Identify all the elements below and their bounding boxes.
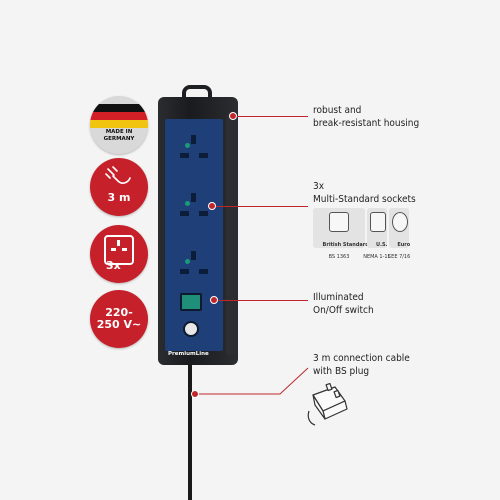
switch-leader-line — [213, 300, 308, 301]
side-rail-right — [226, 115, 236, 355]
cable-length-badge: 3 m — [90, 158, 148, 216]
germany-label: GERMANY — [103, 136, 135, 142]
sockets-leader-dot — [208, 202, 216, 210]
socket-3 — [171, 243, 217, 289]
voltage-badge: 220- 250 V~ — [90, 290, 148, 348]
switch-callout: Illuminated On/Off switch — [313, 292, 374, 316]
made-in-germany-text: MADE IN GERMANY — [90, 129, 148, 143]
us-sub: NEMA 1-15 — [363, 254, 391, 260]
cable-length-label: 3 m — [107, 191, 131, 204]
cable-leader-line — [194, 367, 309, 395]
made-in-label: MADE IN — [105, 129, 133, 135]
cable-leader-dot — [191, 390, 199, 398]
made-in-germany-badge: MADE IN GERMANY — [90, 96, 148, 154]
housing-callout: robust and break-resistant housing — [313, 105, 420, 129]
sockets-callout: 3x Multi-Standard sockets — [313, 181, 416, 205]
socket-1 — [171, 127, 217, 173]
cable-callout: 3 m connection cable with BS plug — [313, 353, 410, 377]
british-standard-label: British Standard — [322, 242, 369, 248]
sockets-leader-line — [211, 206, 308, 207]
housing-leader-line — [232, 116, 308, 117]
euro-sub: CEE 7/16 — [387, 254, 411, 260]
switch-leader-dot — [210, 296, 218, 304]
euro-label: Euro — [397, 242, 411, 248]
on-off-switch[interactable] — [180, 293, 202, 311]
euro-socket-icon — [392, 212, 408, 232]
british-socket-icon — [329, 212, 349, 232]
us-socket-icon — [370, 212, 386, 232]
brand-label: PremiumLine — [168, 351, 209, 357]
plug-cable-icon — [105, 166, 131, 184]
socket-count-badge: 3x — [90, 225, 148, 283]
socket-panel — [165, 119, 223, 351]
socket-type-british-card: British Standard BS 1363 — [313, 208, 369, 260]
power-strip-product: PremiumLine — [158, 85, 238, 367]
housing-leader-dot — [229, 112, 237, 120]
overload-reset-button[interactable] — [183, 321, 199, 337]
hanging-loop — [182, 85, 212, 105]
socket-type-us-card: U.S. NEMA 1-15 — [363, 208, 391, 260]
socket-count-label: 3x — [106, 259, 121, 272]
power-cable — [188, 365, 192, 500]
socket-icon — [104, 235, 134, 265]
voltage-line1: 220- — [105, 306, 133, 319]
bs-plug-icon — [307, 383, 348, 426]
socket-2 — [171, 185, 217, 231]
voltage-line2: 250 V~ — [96, 318, 142, 331]
us-label: U.S. — [376, 242, 388, 248]
british-standard-sub: BS 1363 — [328, 254, 350, 260]
socket-type-euro-card: Euro CEE 7/16 — [388, 208, 411, 260]
